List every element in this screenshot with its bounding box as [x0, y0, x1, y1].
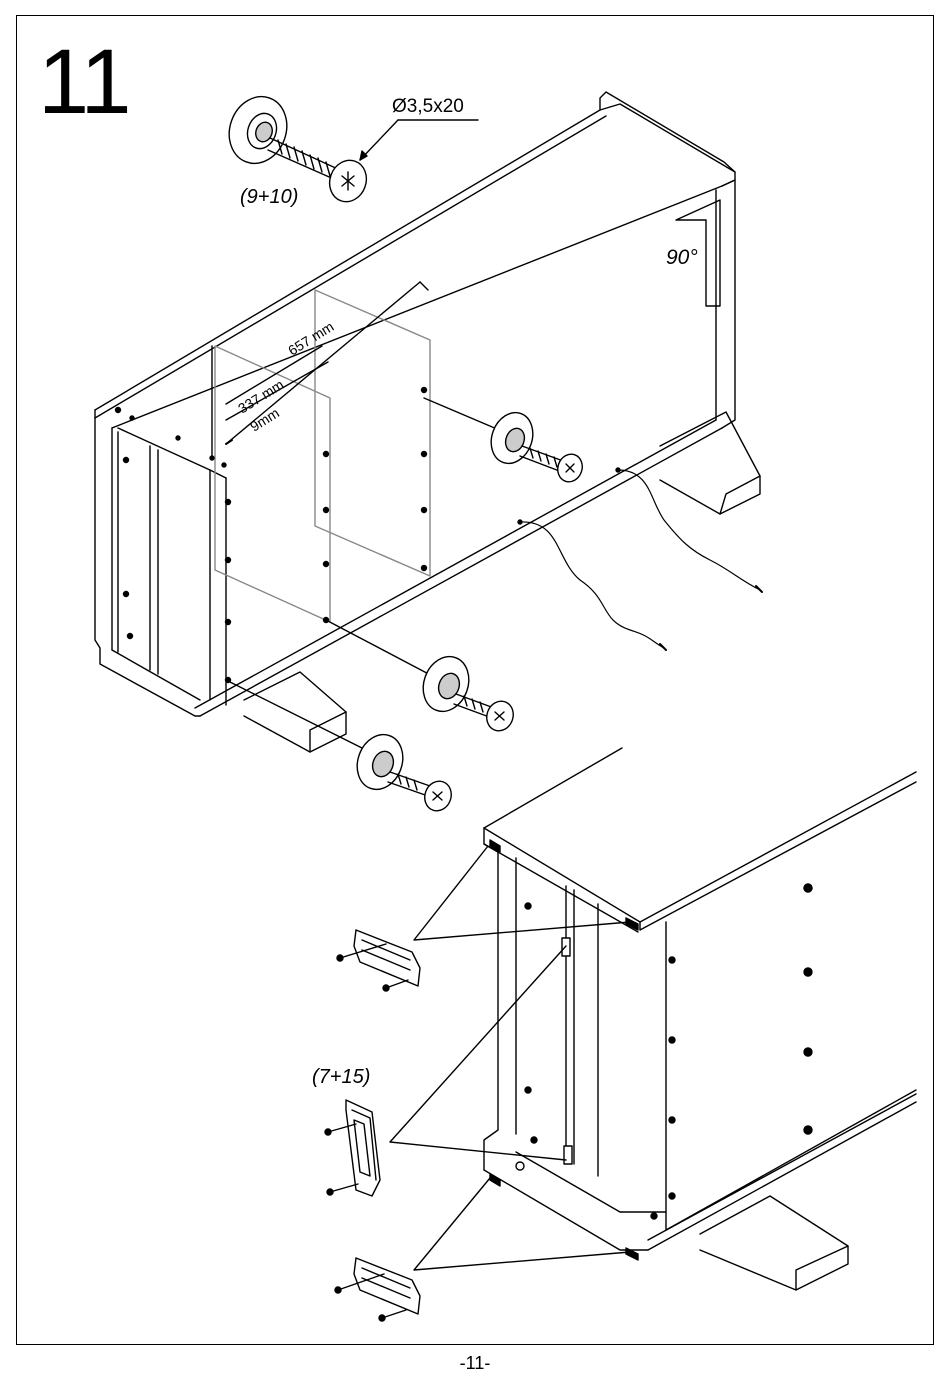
screw-detail-top [220, 88, 478, 206]
bracket-lower [335, 1258, 420, 1321]
hinge-detail [325, 1100, 380, 1196]
bracket-upper [337, 930, 420, 991]
screw-lower-left [350, 728, 456, 814]
screw-mid-right [484, 407, 586, 486]
cabinet-upper [95, 92, 760, 752]
dimension-lines [212, 282, 428, 456]
screw-mid-center [416, 650, 518, 734]
cabinet-detail-lower [390, 748, 916, 1290]
